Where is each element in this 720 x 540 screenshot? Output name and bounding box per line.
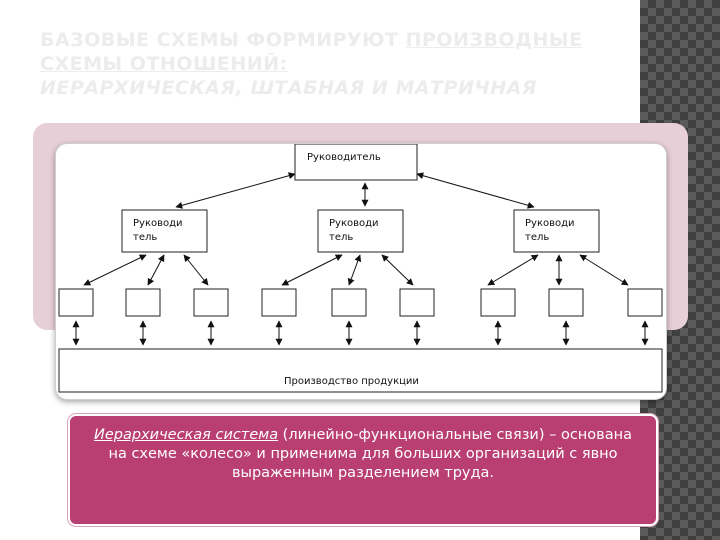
- manager-box-1-line1: Руководи: [133, 218, 183, 229]
- unit-box-9: [627, 288, 663, 317]
- arrow-m3-unit1: [487, 254, 539, 286]
- top-manager-label: Руководитель: [307, 152, 381, 163]
- top-manager-box: [294, 144, 418, 181]
- arrow-m3-unit3: [579, 254, 629, 286]
- manager-box-2-line2: тель: [329, 232, 353, 243]
- manager-box-2: [317, 209, 404, 253]
- arrow-m2-unit2: [347, 254, 362, 286]
- arrow-top-left: [175, 172, 296, 209]
- hierarchy-diagram: Руководитель Руководи тель Руководи тель…: [55, 143, 667, 400]
- slide-title: БАЗОВЫЕ СХЕМЫ ФОРМИРУЮТ ПРОИЗВОДНЫЕ СХЕМ…: [40, 28, 620, 100]
- arrow-m2-unit1: [281, 254, 343, 286]
- caption-rest: (линейно-функциональные связи) – основан…: [108, 427, 632, 481]
- production-label: Производство продукции: [284, 376, 419, 387]
- manager-box-2-line1: Руководи: [329, 218, 379, 229]
- manager-box-1-line2: тель: [133, 232, 157, 243]
- production-band: [58, 348, 663, 393]
- unit-box-7: [480, 288, 516, 317]
- title-line-1: БАЗОВЫЕ СХЕМЫ ФОРМИРУЮТ ПРОИЗВОДНЫЕ: [40, 28, 620, 52]
- arrow-m1-unit1: [83, 254, 147, 286]
- manager-box-3-line1: Руководи: [525, 218, 575, 229]
- caption-text: Иерархическая система (линейно-функциона…: [70, 416, 656, 483]
- arrow-m2-unit3: [381, 254, 414, 286]
- unit-box-5: [331, 288, 367, 317]
- unit-box-4: [261, 288, 297, 317]
- manager-box-1: [121, 209, 208, 253]
- title-line-1-text: БАЗОВЫЕ СХЕМЫ ФОРМИРУЮТ: [40, 29, 406, 51]
- arrow-m1-unit2: [147, 254, 165, 286]
- caption-box: Иерархическая система (линейно-функциона…: [68, 414, 658, 526]
- unit-box-6: [399, 288, 435, 317]
- unit-box-8: [548, 288, 584, 317]
- hierarchy-diagram-svg: Руководитель Руководи тель Руководи тель…: [58, 144, 663, 393]
- manager-box-3-line2: тель: [525, 232, 549, 243]
- caption-emphasis: Иерархическая система: [94, 427, 279, 443]
- title-line-2: СХЕМЫ ОТНОШЕНИЙ:: [40, 53, 288, 75]
- title-line-1-underlined: ПРОИЗВОДНЫЕ: [405, 29, 583, 51]
- unit-box-1: [58, 288, 94, 317]
- unit-box-3: [193, 288, 229, 317]
- arrow-m1-unit3: [183, 254, 209, 286]
- arrow-top-right: [416, 172, 535, 209]
- unit-box-2: [125, 288, 161, 317]
- title-line-3: ИЕРАРХИЧЕСКАЯ, ШТАБНАЯ И МАТРИЧНАЯ: [40, 77, 537, 99]
- manager-box-3: [513, 209, 600, 253]
